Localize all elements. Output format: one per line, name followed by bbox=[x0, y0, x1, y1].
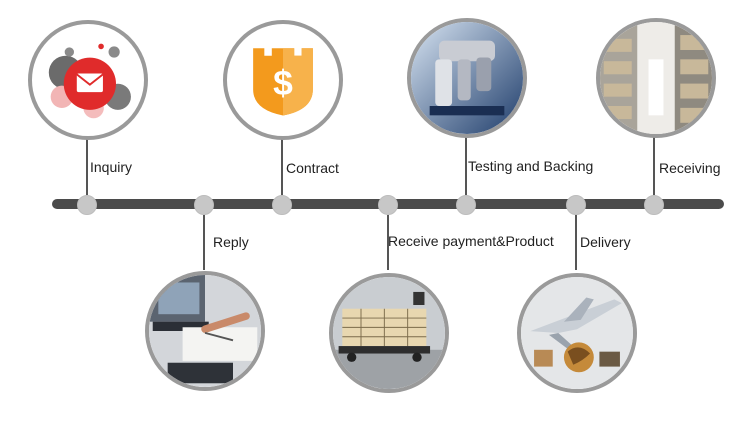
stem-inquiry bbox=[86, 137, 88, 195]
stem-contract bbox=[281, 137, 283, 195]
timeline-dot-receive bbox=[378, 195, 398, 215]
timeline-dot-inquiry bbox=[77, 195, 97, 215]
stem-testing bbox=[465, 137, 467, 195]
label-contract: Contract bbox=[286, 160, 339, 176]
timeline-dot-contract bbox=[272, 195, 292, 215]
step-image-receive bbox=[329, 273, 449, 393]
step-image-testing bbox=[407, 18, 527, 138]
stem-receive bbox=[387, 215, 389, 270]
timeline-dot-testing bbox=[456, 195, 476, 215]
step-image-delivery bbox=[517, 273, 637, 393]
microscope-icon bbox=[411, 22, 523, 134]
stem-receiving bbox=[653, 137, 655, 195]
step-image-inquiry bbox=[28, 20, 148, 140]
step-image-reply bbox=[145, 271, 265, 391]
timeline-dot-delivery bbox=[566, 195, 586, 215]
cargo-cart-icon bbox=[333, 277, 445, 389]
step-image-contract: $ bbox=[223, 20, 343, 140]
warehouse-icon bbox=[600, 22, 712, 134]
airplane-globe-icon bbox=[521, 277, 633, 389]
label-testing: Testing and Backing bbox=[468, 158, 594, 174]
svg-text:$: $ bbox=[273, 63, 293, 103]
money-shield-icon: $ bbox=[253, 48, 313, 116]
label-reply: Reply bbox=[213, 234, 249, 250]
step-image-receiving bbox=[596, 18, 716, 138]
stem-reply bbox=[203, 215, 205, 270]
email-icon bbox=[48, 43, 131, 119]
stem-delivery bbox=[575, 215, 577, 270]
label-delivery: Delivery bbox=[580, 234, 631, 250]
label-receiving: Receiving bbox=[659, 160, 721, 176]
label-receive: Receive payment&Product bbox=[388, 233, 554, 249]
label-inquiry: Inquiry bbox=[90, 159, 133, 175]
laptop-writing-icon bbox=[149, 275, 261, 387]
timeline-dot-reply bbox=[194, 195, 214, 215]
timeline-dot-receiving bbox=[644, 195, 664, 215]
